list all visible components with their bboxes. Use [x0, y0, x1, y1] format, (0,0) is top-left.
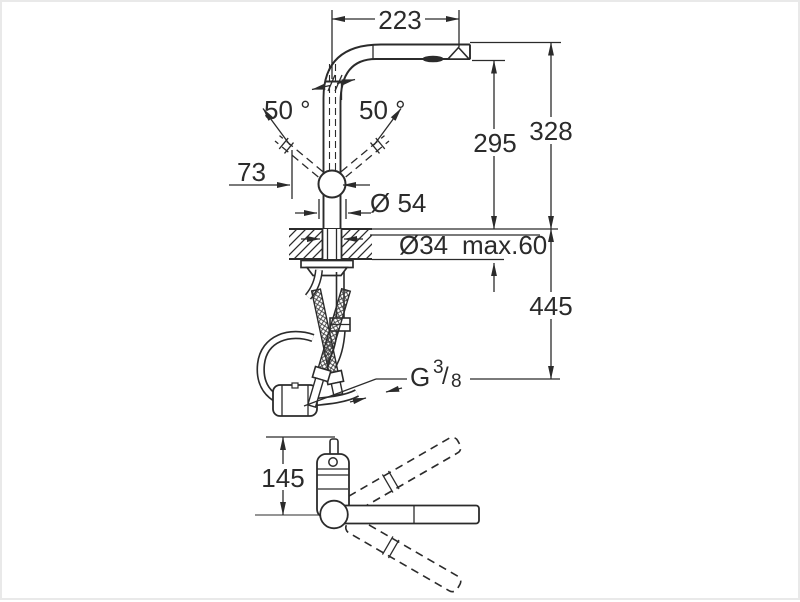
thread-label-denominator: 8: [451, 371, 462, 392]
top-view: 145: [255, 436, 480, 593]
lever-swing-left: [262, 108, 324, 178]
lever-swing-right: [340, 108, 402, 178]
dim-swivel-left-label: 50 °: [264, 95, 311, 125]
pullout-hose-stub: [304, 269, 323, 300]
thread-label-g: G: [410, 362, 430, 392]
swivel-arm-upper: [345, 436, 462, 513]
aerator-mark: [446, 46, 471, 60]
front-view: 50 ° 50 ° 73 Ø 54: [229, 5, 574, 417]
dim-328-label: 328: [529, 116, 572, 146]
deck-labels: Ø34 max.60: [370, 230, 547, 292]
dim-body-diameter-label: Ø 54: [370, 188, 426, 218]
dim-145-label: 145: [261, 463, 304, 493]
dim-hole-diameter-label: Ø34: [399, 230, 448, 260]
dim-223: 223: [331, 5, 460, 79]
dim-445: 445: [470, 228, 574, 380]
supply-hose-right: [306, 287, 352, 409]
dim-223-label: 223: [378, 5, 421, 35]
dim-73: 73: [229, 150, 293, 199]
ball-joint: [317, 169, 347, 199]
dim-295: 295: [472, 59, 518, 230]
countertop: [289, 228, 558, 277]
dim-body-diameter: Ø 54: [295, 182, 426, 219]
top-view-spout: [319, 499, 480, 530]
dim-max-thickness-label: max.60: [462, 230, 547, 260]
dim-295-label: 295: [473, 128, 516, 158]
thread-callout: G 3 / 8: [303, 357, 462, 407]
swivel-arm-lower: [345, 516, 462, 593]
dim-445-label: 445: [529, 291, 572, 321]
pullout-hose-loop: [256, 330, 360, 408]
lever: [311, 74, 356, 100]
dim-145: 145: [259, 436, 335, 516]
dim-328: 328: [470, 41, 574, 230]
thread-label-slash: /: [442, 363, 449, 390]
dim-73-label: 73: [237, 157, 266, 187]
hose-weight: [272, 382, 318, 417]
swivel-pivot: [319, 499, 349, 530]
spray-toggle: [422, 55, 444, 63]
dim-swivel-right-label: 50 °: [359, 95, 406, 125]
thread-label-numerator: 3: [433, 357, 444, 378]
